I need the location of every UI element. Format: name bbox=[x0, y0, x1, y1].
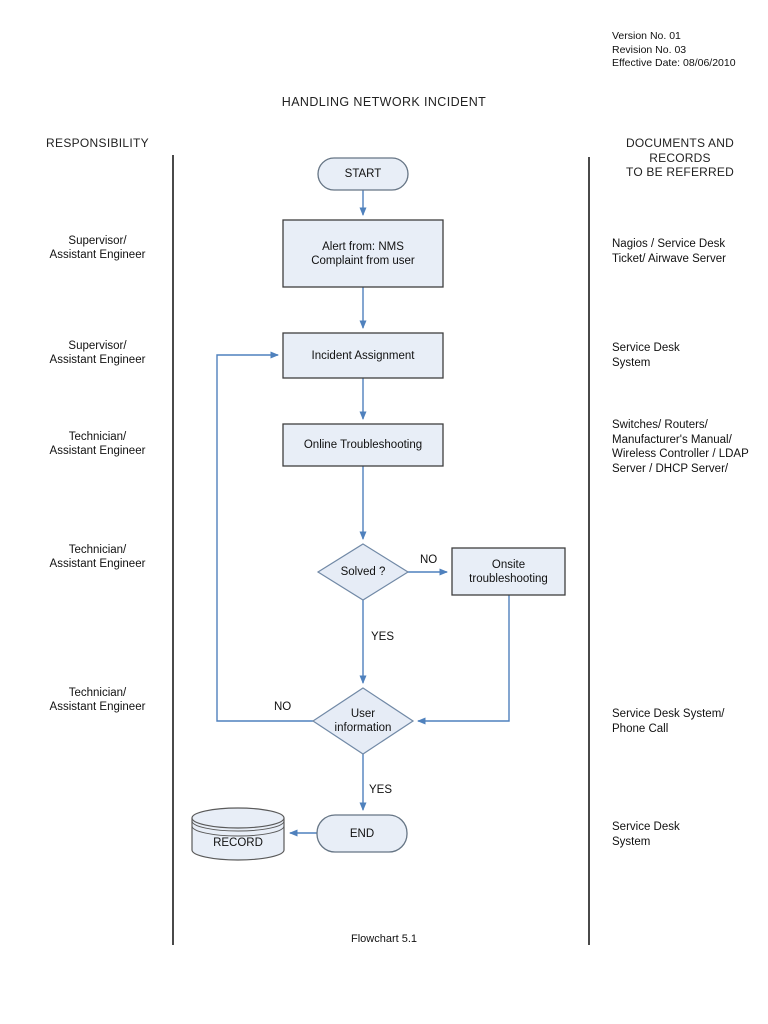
edge-label-no-solved: NO bbox=[420, 554, 438, 566]
version-block: Version No. 01 Revision No. 03 Effective… bbox=[612, 30, 768, 71]
record-node-label: RECORD bbox=[213, 837, 263, 849]
left-separator-line bbox=[172, 155, 174, 945]
user-decision-label: User information bbox=[334, 708, 392, 734]
solved-decision-shape bbox=[316, 543, 410, 601]
solved-decision-label: Solved ? bbox=[340, 566, 386, 578]
edge-label-no-user: NO bbox=[274, 701, 292, 713]
right-separator-line bbox=[588, 157, 590, 945]
record-cylinder-line-1 bbox=[191, 820, 285, 832]
responsibility-row-4: Technician/ Assistant Engineer bbox=[49, 544, 146, 570]
end-node-shape bbox=[316, 814, 408, 853]
connector-onsite-to-user bbox=[417, 595, 510, 725]
responsibility-row-3: Technician/ Assistant Engineer bbox=[49, 431, 146, 457]
documents-row-5: Service Desk System bbox=[612, 821, 680, 848]
user-decision-shape bbox=[311, 687, 415, 755]
record-database-shape bbox=[191, 807, 285, 861]
responsibility-row-5: Technician/ Assistant Engineer bbox=[49, 687, 146, 713]
version-line: Version No. 01 bbox=[612, 30, 681, 42]
documents-row-3: Switches/ Routers/ Manufacturer's Manual… bbox=[612, 419, 749, 475]
end-node-label: END bbox=[349, 827, 375, 840]
flowchart-caption: Flowchart 5.1 bbox=[350, 933, 418, 945]
online-node-label: Online Troubleshooting bbox=[303, 439, 423, 451]
online-node-shape bbox=[282, 423, 444, 467]
documents-row-2: Service Desk System bbox=[612, 342, 680, 369]
revision-line: Revision No. 03 bbox=[612, 43, 687, 56]
documents-header: DOCUMENTS AND RECORDS TO BE REFERRED bbox=[626, 136, 734, 179]
record-cylinder-body bbox=[191, 818, 285, 861]
onsite-node-shape bbox=[451, 547, 566, 596]
page-title: HANDLING NETWORK INCIDENT bbox=[281, 95, 487, 109]
start-node-shape bbox=[317, 157, 409, 191]
edge-label-yes-solved: YES bbox=[371, 631, 395, 643]
effective-date-line: Effective Date: 08/06/2010 bbox=[612, 57, 736, 69]
start-node-label: START bbox=[344, 168, 382, 180]
alert-node-label: Alert from: NMS Complaint from user bbox=[311, 240, 415, 267]
responsibility-row-2: Supervisor/ Assistant Engineer bbox=[49, 340, 146, 366]
record-cylinder-top bbox=[191, 807, 285, 829]
onsite-node-label: Onsite troubleshooting bbox=[469, 558, 548, 585]
edge-label-yes-user: YES bbox=[369, 784, 393, 796]
alert-node-shape bbox=[282, 219, 444, 288]
documents-row-1: Nagios / Service Desk Ticket/ Airwave Se… bbox=[612, 238, 726, 265]
incident-node-label: Incident Assignment bbox=[311, 349, 415, 362]
incident-node-shape bbox=[282, 332, 444, 379]
documents-row-4: Service Desk System/ Phone Call bbox=[612, 708, 725, 735]
responsibility-header: RESPONSIBILITY bbox=[46, 136, 149, 150]
responsibility-row-1: Supervisor/ Assistant Engineer bbox=[49, 235, 146, 261]
record-cylinder-line-2 bbox=[191, 825, 285, 837]
connector-user-no-to-incident bbox=[216, 351, 313, 722]
